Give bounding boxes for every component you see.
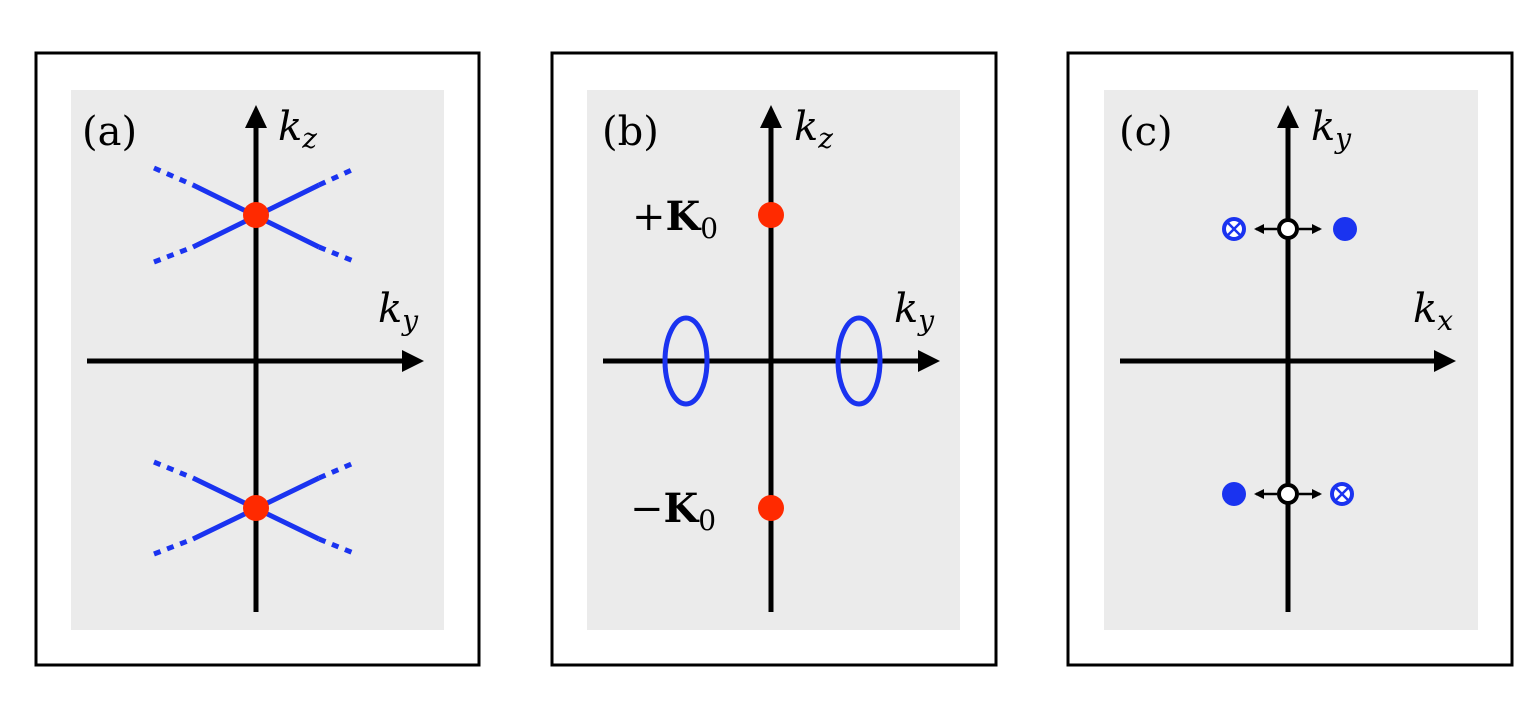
panel-a-vertical-arrowhead — [245, 105, 267, 128]
panel-a-vertical-axis-label: kz — [278, 104, 317, 155]
panel-a: (a) kz ky — [34, 51, 481, 667]
panel-c-upper-filled-node — [1333, 217, 1357, 241]
panel-b-horizontal-arrowhead — [918, 350, 940, 372]
panel-b-lower-node — [758, 495, 784, 521]
panel-c-horizontal-arrowhead — [1434, 350, 1456, 372]
panel-a-horizontal-arrowhead — [402, 350, 424, 372]
panel-c-lower-crossed-node — [1330, 482, 1354, 506]
panel-c-label: (c) — [1119, 109, 1173, 155]
panel-a-lower-node — [243, 495, 269, 521]
panel-c-horizontal-axis-label: kx — [1413, 286, 1453, 337]
panel-c-lower-open-node — [1277, 483, 1299, 505]
panel-b-minus-k0-label: −K0 — [630, 485, 716, 537]
panel-c-upper-row — [1222, 217, 1357, 241]
panel-b-vertical-arrowhead — [760, 105, 782, 128]
panel-c-lower-filled-node — [1222, 482, 1246, 506]
panel-a-horizontal-axis-label: ky — [378, 286, 419, 337]
panel-b-vertical-axis-label: kz — [794, 104, 833, 155]
panel-b-horizontal-axis-label: ky — [894, 286, 935, 337]
panel-c-upper-open-node — [1277, 218, 1299, 240]
panel-c-vertical-arrowhead — [1277, 105, 1299, 128]
panel-a-upper-node — [243, 202, 269, 228]
panel-c-vertical-axis-label: ky — [1311, 104, 1352, 155]
panel-b-label: (b) — [602, 109, 659, 155]
panel-b: (b) kz ky +K0 −K0 — [550, 51, 998, 667]
panel-c: (c) ky kx — [1066, 51, 1514, 667]
panel-c-lower-row — [1222, 482, 1354, 506]
panel-b-right-fermi-pocket — [835, 315, 883, 407]
panel-a-label: (a) — [82, 109, 137, 155]
panel-b-left-fermi-pocket — [662, 315, 710, 407]
panel-b-plus-k0-label: +K0 — [632, 193, 718, 245]
panel-c-upper-crossed-node — [1222, 217, 1246, 241]
panel-b-upper-node — [758, 202, 784, 228]
